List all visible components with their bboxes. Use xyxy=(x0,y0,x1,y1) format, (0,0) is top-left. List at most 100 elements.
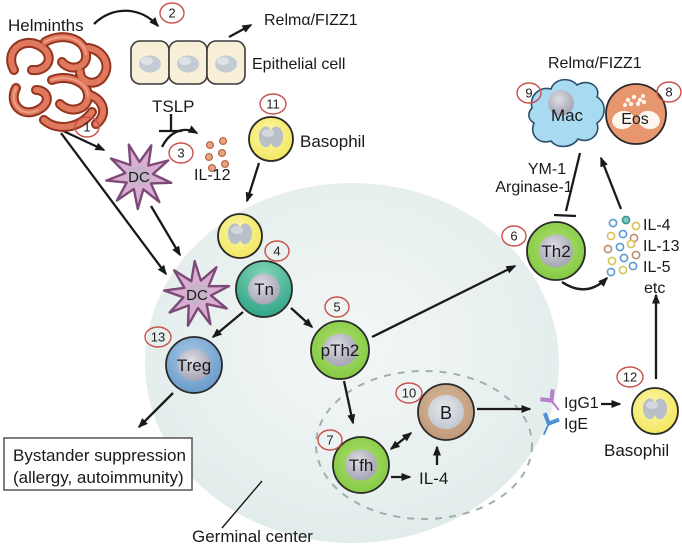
epithelial-nuclei xyxy=(139,55,237,73)
badge-9: 9 xyxy=(516,82,542,104)
svg-text:8: 8 xyxy=(665,85,672,100)
basophil-cell-top xyxy=(248,116,294,162)
svg-text:7: 7 xyxy=(326,433,333,448)
cytokine-particles xyxy=(603,215,641,277)
igg1-antibody-icon xyxy=(540,389,560,411)
treg-cell: Treg xyxy=(165,336,223,394)
badge-8: 8 xyxy=(656,81,682,103)
tslp-label: TSLP xyxy=(152,97,195,116)
bystander-line1: Bystander suppression xyxy=(13,446,186,465)
eos-granules xyxy=(623,94,647,107)
arrow-tfh-b-bidirectional xyxy=(389,432,413,450)
arrow-cytokines-to-mac-eos xyxy=(599,156,623,210)
arginase1-label: Arginase-1 xyxy=(495,179,572,196)
bystander-suppression-box: Bystander suppression (allergy, autoimmu… xyxy=(3,437,193,491)
dendritic-cell-1 xyxy=(105,143,173,211)
arrow-tn-to-treg xyxy=(211,311,244,338)
tn-label: Tn xyxy=(254,280,274,299)
badge-11: 11 xyxy=(259,93,287,115)
arrow-basophil-to-node xyxy=(245,162,261,203)
relm-fizz1-top-label: Relmα/FIZZ1 xyxy=(264,12,358,29)
eosinophil-cell: Eos xyxy=(605,83,667,145)
svg-text:13: 13 xyxy=(151,330,165,345)
badge-3: 3 xyxy=(168,142,194,164)
badge-10: 10 xyxy=(395,382,423,404)
svg-text:2: 2 xyxy=(168,6,175,21)
arrow-dc-to-il12 xyxy=(160,125,199,148)
relm-fizz1-right-label: Relmα/FIZZ1 xyxy=(548,55,642,72)
arrow-helminths-to-epithelium xyxy=(93,9,160,28)
badge-5: 5 xyxy=(324,296,350,318)
basophil-cell-right xyxy=(631,387,679,435)
il12-particles xyxy=(204,136,230,173)
basophil-top-label: Basophil xyxy=(300,132,365,151)
arrow-treg-to-bystander xyxy=(137,392,174,429)
mac-nucleus xyxy=(548,90,574,116)
helminths-illustration xyxy=(6,32,112,132)
svg-text:5: 5 xyxy=(333,300,340,315)
svg-text:6: 6 xyxy=(510,229,517,244)
epithelial-cell-label: Epithelial cell xyxy=(252,56,345,73)
il12-label: IL-12 xyxy=(194,167,231,184)
arrow-tn-to-pth2 xyxy=(290,307,314,329)
eos-label: Eos xyxy=(621,111,649,128)
svg-text:1: 1 xyxy=(83,120,90,135)
tn-cell: Tn xyxy=(235,260,293,318)
th2-cell: Th2 xyxy=(526,221,586,281)
mac-inhibits-th2-bar xyxy=(553,152,582,218)
arrow-epithelium-to-relm xyxy=(228,23,253,39)
badge-1: 1 xyxy=(74,116,100,138)
arrow-pth2-to-tfh xyxy=(342,380,356,425)
ym1-label: YM-1 xyxy=(528,161,566,178)
epithelial-cells xyxy=(130,40,246,85)
ige-label: IgE xyxy=(564,416,588,433)
badge-6: 6 xyxy=(501,225,527,247)
ige-antibody-icon xyxy=(543,412,560,435)
il5-label: IL-5 xyxy=(643,259,671,276)
dc2-label: DC xyxy=(186,287,208,304)
arrow-helminths-to-dc2 xyxy=(60,132,167,276)
mac-label: Mac xyxy=(551,106,584,125)
macrophage-cell: Mac xyxy=(528,78,605,148)
svg-text:12: 12 xyxy=(623,370,637,385)
germinal-center-outline xyxy=(315,370,533,520)
arrow-th2-to-cytokines xyxy=(561,276,609,291)
tfh-cell: Tfh xyxy=(332,436,390,494)
pth2-cell: pTh2 xyxy=(310,320,370,380)
helminths-label: Helminths xyxy=(8,16,84,35)
dc2-nucleus xyxy=(185,283,209,305)
svg-text:11: 11 xyxy=(266,97,280,112)
arrow-dc1-to-dc2 xyxy=(150,205,181,257)
svg-text:3: 3 xyxy=(177,146,184,161)
germinal-center-label: Germinal center xyxy=(192,527,313,546)
badge-13: 13 xyxy=(144,326,172,348)
b-cell: B xyxy=(417,383,475,441)
dendritic-cell-2 xyxy=(162,259,231,327)
il13-label: IL-13 xyxy=(643,238,680,255)
tslp-inhibition-bar xyxy=(159,114,182,133)
basophil-cell-node xyxy=(217,213,263,259)
il4-germinal-label: IL-4 xyxy=(419,469,448,488)
pth2-label: pTh2 xyxy=(321,341,360,360)
il4-label: IL-4 xyxy=(643,217,671,234)
treg-label: Treg xyxy=(177,356,211,375)
dc1-label: DC xyxy=(128,169,150,186)
svg-text:10: 10 xyxy=(402,386,416,401)
etc-label: etc xyxy=(644,280,665,297)
badge-7: 7 xyxy=(317,429,343,451)
badge-2: 2 xyxy=(159,2,185,24)
igg1-label: IgG1 xyxy=(564,395,599,412)
badge-12: 12 xyxy=(616,366,644,388)
basophil-right-label: Basophil xyxy=(604,441,669,460)
arrow-helminths-to-dc1 xyxy=(58,127,106,152)
germinal-center-pointer-line xyxy=(221,480,263,529)
bystander-line2: (allergy, autoimmunity) xyxy=(13,468,184,487)
th2-label: Th2 xyxy=(541,242,570,261)
tfh-label: Tfh xyxy=(349,456,374,475)
svg-text:4: 4 xyxy=(273,244,280,259)
step-badges: 1 2 3 4 5 6 7 8 9 10 11 12 13 xyxy=(74,2,682,451)
b-cell-label: B xyxy=(440,403,452,423)
dc1-nucleus xyxy=(127,165,151,187)
